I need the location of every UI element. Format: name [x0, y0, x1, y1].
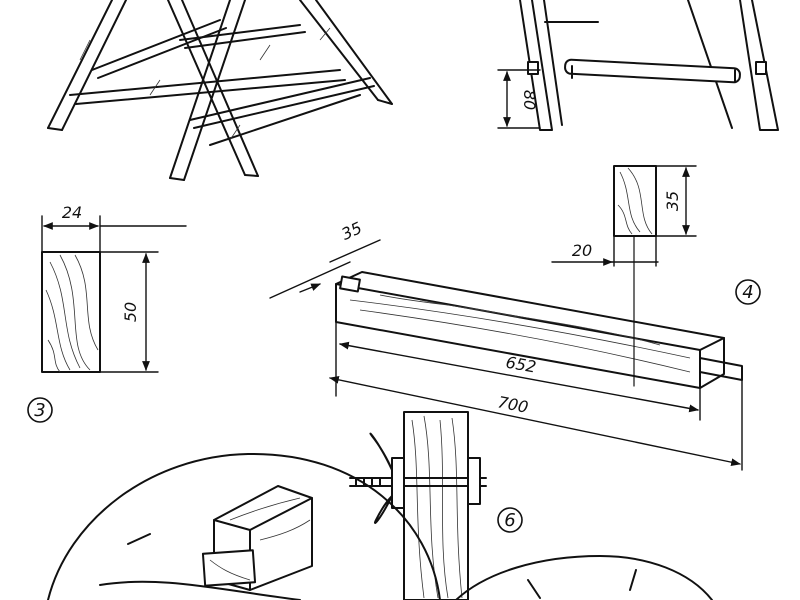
trestle-perspective — [47, 0, 393, 181]
callout-side-profile: 3 — [34, 400, 45, 421]
side-profile: 24 50 3 — [27, 203, 187, 423]
dim-section-width: 20 — [572, 241, 592, 260]
dim-height: 50 — [121, 302, 140, 322]
dim-width: 24 — [62, 203, 82, 222]
callout-crossbar: 4 — [742, 282, 753, 303]
callout-clamp: 6 — [504, 510, 515, 531]
dim-stop-height: 80 — [520, 90, 539, 110]
dim-section-height: 35 — [663, 191, 682, 211]
hinge-detail — [455, 555, 713, 600]
dim-overall-length: 700 — [496, 392, 530, 416]
tenon-detail — [47, 452, 441, 600]
dim-thickness: 35 — [338, 218, 364, 244]
stop-detail: 80 — [497, 0, 779, 131]
dim-inner-length: 652 — [504, 353, 537, 377]
clamp-detail: 6 — [349, 411, 523, 600]
trestle-hatching — [79, 27, 331, 141]
crossbar: 35 20 35 652 — [269, 165, 761, 471]
